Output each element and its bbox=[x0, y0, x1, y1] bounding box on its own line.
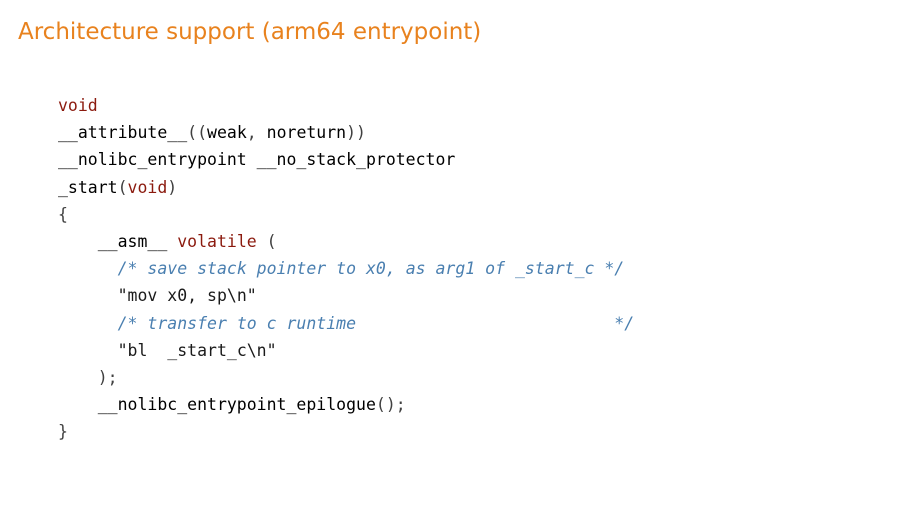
code-token-punct: ) bbox=[167, 177, 178, 197]
code-token-string: "bl _start_c\n" bbox=[117, 340, 277, 360]
code-token-comment: /* save stack pointer to x0, as arg1 of … bbox=[117, 259, 625, 279]
code-line: void bbox=[58, 92, 634, 119]
code-token-comment: /* transfer to c runtime */ bbox=[117, 313, 635, 333]
code-token-punct: ( bbox=[256, 231, 277, 251]
code-token-plain bbox=[58, 314, 118, 333]
code-token-string: "mov x0, sp\n" bbox=[117, 286, 257, 306]
slide-title: Architecture support (arm64 entrypoint) bbox=[18, 19, 482, 45]
code-token-punct: { bbox=[58, 204, 68, 224]
code-line: } bbox=[58, 418, 634, 445]
code-line: _start(void) bbox=[58, 174, 634, 201]
code-line: /* save stack pointer to x0, as arg1 of … bbox=[58, 255, 634, 282]
code-token-punct: (); bbox=[375, 395, 406, 415]
code-line: "bl _start_c\n" bbox=[58, 337, 634, 364]
code-line: __nolibc_entrypoint __no_stack_protector bbox=[58, 146, 634, 173]
code-token-punct: ( bbox=[117, 177, 128, 197]
code-token-keyword: volatile bbox=[177, 231, 257, 251]
code-token-plain bbox=[58, 286, 118, 305]
code-line: ); bbox=[58, 364, 634, 391]
code-token-plain bbox=[58, 259, 118, 278]
code-line: /* transfer to c runtime */ bbox=[58, 310, 635, 337]
code-token-keyword: void bbox=[127, 177, 168, 197]
code-token-punct: } bbox=[58, 422, 68, 442]
code-token-plain: __asm__ bbox=[58, 231, 178, 251]
code-line: __asm__ volatile ( bbox=[58, 228, 634, 255]
code-token-plain: _start bbox=[58, 177, 118, 197]
code-token-plain: weak bbox=[207, 123, 247, 143]
code-token-plain: __attribute__ bbox=[58, 123, 188, 143]
code-token-keyword: void bbox=[58, 96, 98, 115]
code-token-punct: (( bbox=[187, 123, 208, 143]
code-line: "mov x0, sp\n" bbox=[58, 282, 634, 309]
code-line: __attribute__((weak, noreturn)) bbox=[58, 119, 634, 146]
code-line: __nolibc_entrypoint_epilogue(); bbox=[58, 391, 634, 418]
code-token-punct: , bbox=[246, 123, 267, 143]
code-token-plain bbox=[58, 368, 98, 387]
code-token-plain bbox=[58, 341, 118, 360]
code-block: void__attribute__((weak, noreturn))__nol… bbox=[58, 92, 634, 445]
code-token-plain: __nolibc_entrypoint_epilogue bbox=[58, 395, 376, 415]
code-line: { bbox=[58, 201, 634, 228]
code-token-plain: noreturn bbox=[266, 123, 347, 143]
code-token-punct: )) bbox=[346, 123, 366, 143]
code-token-punct: ); bbox=[97, 367, 118, 387]
code-token-plain: __nolibc_entrypoint __no_stack_protector bbox=[58, 150, 456, 170]
